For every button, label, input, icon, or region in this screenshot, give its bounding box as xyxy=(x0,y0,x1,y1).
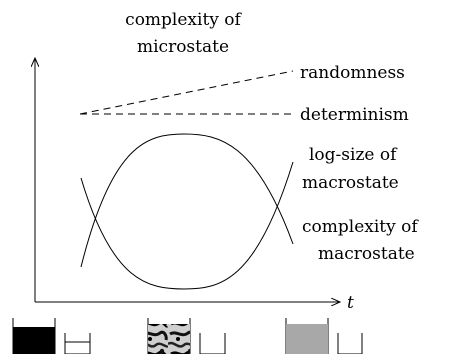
determinism-label: determinism xyxy=(300,105,409,125)
empty-cup xyxy=(199,333,226,354)
empty-cup xyxy=(337,333,363,354)
log-size-label-line-2: macrostate xyxy=(302,173,399,193)
title-line-2: microstate xyxy=(137,37,229,57)
log-size-label-line-1: log-size of xyxy=(309,145,398,165)
empty-cup xyxy=(64,333,91,354)
stage-initial xyxy=(12,318,91,354)
beaker-swirl-fill xyxy=(148,324,190,354)
complexity-of-macrostate-curve xyxy=(80,133,294,268)
complexity-macro-label-line-2: macrostate xyxy=(318,244,415,264)
randomness-line xyxy=(79,70,294,115)
complexity-macro-label-line-1: complexity of xyxy=(302,217,419,237)
title-line-1: complexity of xyxy=(125,10,242,30)
log-size-of-macrostate-curve xyxy=(80,161,294,290)
beaker-gray-fill xyxy=(286,324,328,354)
beaker-black-fill xyxy=(13,327,55,354)
stage-mixing xyxy=(147,318,226,354)
x-axis-label: t xyxy=(347,293,354,313)
randomness-label: randomness xyxy=(300,63,405,83)
stage-equilibrium xyxy=(285,318,363,354)
